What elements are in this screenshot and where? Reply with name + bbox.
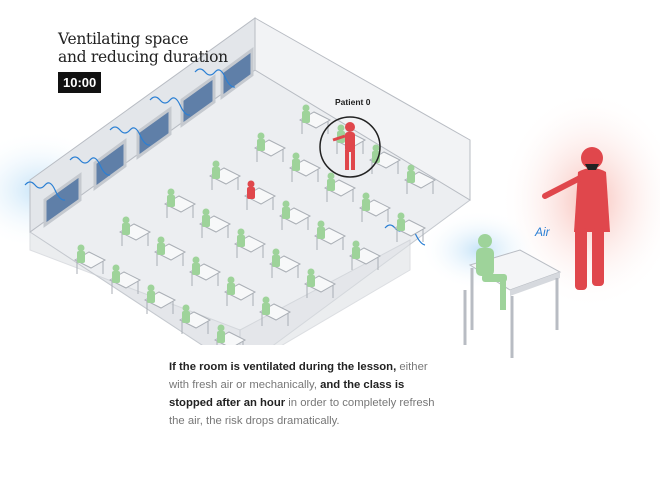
seated-student-figure	[476, 234, 507, 310]
desk	[303, 268, 337, 298]
patient-zero-highlight	[319, 116, 381, 178]
desk	[348, 240, 382, 270]
caption-bold-2: and the class is stopped after an hour	[169, 379, 405, 409]
desk	[73, 244, 107, 274]
patient-zero-label: Patient 0	[335, 97, 371, 107]
caption-text-2: in order to completely refresh the air, …	[169, 397, 435, 427]
caption-text-1: either with fresh air or mechanically,	[169, 361, 428, 391]
desk	[143, 284, 177, 314]
desk	[153, 236, 187, 266]
right-wall	[254, 17, 471, 201]
desk	[313, 220, 347, 250]
desk	[198, 208, 232, 238]
title-line-1: Ventilating space	[58, 30, 189, 48]
caption: If the room is ventilated during the les…	[155, 345, 455, 438]
title-line-2: and reducing duration	[58, 48, 228, 66]
caption-bold-1: If the room is ventilated during the les…	[169, 361, 397, 373]
desk	[268, 248, 302, 278]
desk	[323, 172, 357, 202]
desk	[298, 104, 332, 134]
infected-person-figure	[542, 147, 610, 290]
desk	[358, 192, 392, 222]
desk	[208, 160, 242, 190]
desk	[258, 296, 292, 326]
desk	[368, 144, 402, 174]
desk	[278, 200, 312, 230]
page-title: Ventilating space and reducing duration	[58, 30, 228, 66]
desk	[178, 304, 212, 334]
air-label: Air	[535, 225, 550, 239]
desk	[233, 228, 267, 258]
desk	[243, 180, 277, 210]
desk	[188, 256, 222, 286]
desk	[288, 152, 322, 182]
desk	[253, 132, 287, 162]
desk	[223, 276, 257, 306]
desk	[213, 324, 247, 354]
desk	[403, 164, 437, 194]
face-mask-icon	[585, 164, 599, 170]
timer-badge: 10:00	[58, 72, 102, 93]
patient-zero-figure	[332, 122, 355, 170]
student-desks	[73, 104, 437, 354]
desk	[163, 188, 197, 218]
desk	[108, 264, 142, 294]
desk	[393, 212, 427, 242]
desk	[118, 216, 152, 246]
windows	[43, 47, 254, 228]
